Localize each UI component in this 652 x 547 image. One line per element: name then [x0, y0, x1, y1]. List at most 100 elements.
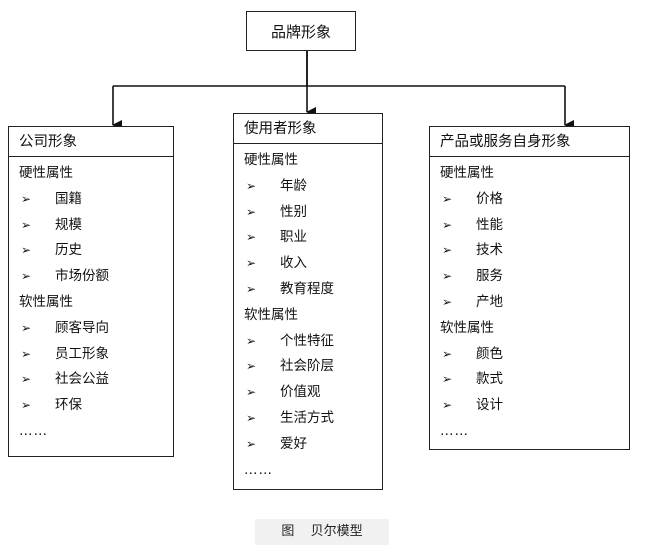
figure-caption: 图 贝尔模型	[255, 519, 389, 545]
list-item: ➢ 规模	[9, 213, 173, 239]
column-title: 公司形象	[9, 127, 173, 157]
list-item-label: 顾客导向	[55, 319, 109, 336]
column-user-image: 使用者形象硬性属性 ➢ 年龄 ➢ 性别 ➢ 职业 ➢ 收入 ➢ 教育程度软性属性 ➢ 个性特征 ➢ 社会阶层…	[233, 113, 383, 490]
ellipsis-more: ……	[244, 461, 273, 478]
list-item-label: 环保	[55, 397, 82, 414]
bullet-arrow-icon: ➢	[442, 217, 453, 232]
caption-prefix: 图	[281, 524, 295, 539]
bullet-arrow-icon: ➢	[21, 217, 32, 232]
column-title: 使用者形象	[234, 114, 382, 144]
list-item-label: 社会阶层	[280, 358, 334, 375]
column-body: 硬性属性 ➢ 价格 ➢ 性能 ➢ 技术 ➢ 服务 ➢ 产地软性属性 ➢ 颜色 ➢ 款式 ➢ 设计 ……	[430, 157, 629, 445]
list-item-label: 款式	[476, 371, 503, 388]
list-item: ➢ 社会公益	[9, 367, 173, 393]
column-body: 硬性属性➢年龄➢性别➢职业➢收入➢教育程度软性属性➢个性特征➢社会阶层➢价值观➢…	[234, 144, 382, 483]
section-hard-attributes: 硬性属性	[440, 165, 494, 181]
bullet-arrow-icon: ➢	[21, 398, 32, 413]
bullet-arrow-icon: ➢	[442, 191, 453, 206]
section-hard-attributes: 硬性属性	[244, 152, 298, 168]
root-node-brand-image: 品牌形象	[246, 11, 356, 51]
list-item: ➢ 技术	[430, 238, 629, 264]
bullet-arrow-icon: ➢	[246, 385, 257, 400]
bullet-arrow-icon: ➢	[21, 372, 32, 387]
list-item-label: 价值观	[280, 384, 321, 401]
list-item: ➢ 顾客导向	[9, 316, 173, 342]
bullet-arrow-icon: ➢	[246, 230, 257, 245]
list-item-label: 国籍	[55, 190, 82, 207]
bullet-arrow-icon: ➢	[246, 436, 257, 451]
bullet-arrow-icon: ➢	[246, 256, 257, 271]
list-item: ➢ 收入	[234, 251, 382, 277]
bullet-arrow-icon: ➢	[21, 243, 32, 258]
list-item: ➢ 爱好	[234, 432, 382, 458]
list-item-label: 社会公益	[55, 371, 109, 388]
bullet-arrow-icon: ➢	[442, 372, 453, 387]
list-item: ➢ 设计	[430, 393, 629, 419]
list-item: ➢ 个性特征	[234, 329, 382, 355]
bullet-arrow-icon: ➢	[442, 346, 453, 361]
ellipsis-more: ……	[440, 422, 469, 439]
section-soft-attributes: 软性属性	[244, 306, 298, 323]
list-item-label: 技术	[476, 242, 503, 259]
list-item-label: 设计	[476, 397, 503, 414]
list-item-label: 收入	[280, 255, 307, 272]
column-title: 产品或服务自身形象	[430, 127, 629, 157]
list-item: ➢ 价格	[430, 187, 629, 213]
list-item: ➢ 职业	[234, 225, 382, 251]
list-item-label: 颜色	[476, 345, 503, 362]
list-item-label: 年龄	[280, 177, 307, 194]
list-item-label: 服务	[476, 268, 503, 285]
list-item: ➢ 环保	[9, 393, 173, 419]
list-item: ➢ 款式	[430, 367, 629, 393]
list-item: ➢ 性能	[430, 213, 629, 239]
bullet-arrow-icon: ➢	[442, 243, 453, 258]
ellipsis-more: ……	[19, 422, 48, 439]
list-item: ➢ 服务	[430, 264, 629, 290]
column-product-image: 产品或服务自身形象硬性属性 ➢ 价格 ➢ 性能 ➢ 技术 ➢ 服务 ➢ 产地软性属性 ➢ 颜色 ➢ 款式 ➢ 设…	[429, 126, 630, 450]
caption-title: 贝尔模型	[310, 524, 363, 539]
list-item-label: 性能	[476, 216, 503, 233]
section-soft-attributes: 软性属性	[19, 293, 73, 310]
list-item-label: 价格	[476, 190, 503, 207]
list-item: ➢ 社会阶层	[234, 354, 382, 380]
bullet-arrow-icon: ➢	[21, 346, 32, 361]
bullet-arrow-icon: ➢	[21, 320, 32, 335]
list-item: ➢ 性别	[234, 200, 382, 226]
list-item: ➢ 价值观	[234, 380, 382, 406]
list-item-label: 教育程度	[280, 280, 334, 297]
bullet-arrow-icon: ➢	[246, 359, 257, 374]
bullet-arrow-icon: ➢	[21, 269, 32, 284]
list-item: ➢ 生活方式	[234, 406, 382, 432]
root-node-label: 品牌形象	[270, 22, 331, 41]
list-item-label: 规模	[55, 216, 82, 233]
list-item: ➢ 年龄	[234, 174, 382, 200]
list-item-label: 个性特征	[280, 332, 334, 349]
list-item: ➢ 产地	[430, 290, 629, 316]
bullet-arrow-icon: ➢	[246, 178, 257, 193]
list-item-label: 历史	[55, 242, 82, 259]
list-item-label: 爱好	[280, 435, 307, 452]
list-item: ➢ 市场份额	[9, 264, 173, 290]
list-item-label: 职业	[280, 229, 307, 246]
list-item-label: 员工形象	[55, 345, 109, 362]
bullet-arrow-icon: ➢	[246, 410, 257, 425]
section-soft-attributes: 软性属性	[440, 319, 494, 336]
list-item: ➢ 历史	[9, 238, 173, 264]
column-company-image: 公司形象硬性属性➢国籍➢规模➢历史➢市场份额软性属性➢顾客导向➢员工形象➢社会公…	[8, 126, 174, 457]
list-item: ➢ 颜色	[430, 342, 629, 368]
list-item: ➢国籍	[9, 187, 173, 213]
bullet-arrow-icon: ➢	[246, 333, 257, 348]
bullet-arrow-icon: ➢	[442, 294, 453, 309]
bullet-arrow-icon: ➢	[246, 281, 257, 296]
bullet-arrow-icon: ➢	[442, 269, 453, 284]
section-hard-attributes: 硬性属性	[19, 165, 73, 181]
list-item: ➢ 员工形象	[9, 342, 173, 368]
list-item-label: 性别	[280, 203, 307, 220]
bullet-arrow-icon: ➢	[246, 204, 257, 219]
list-item-label: 产地	[476, 293, 503, 310]
list-item-label: 市场份额	[55, 268, 109, 285]
list-item: ➢ 教育程度	[234, 277, 382, 303]
list-item-label: 生活方式	[280, 409, 334, 426]
bullet-arrow-icon: ➢	[442, 398, 453, 413]
